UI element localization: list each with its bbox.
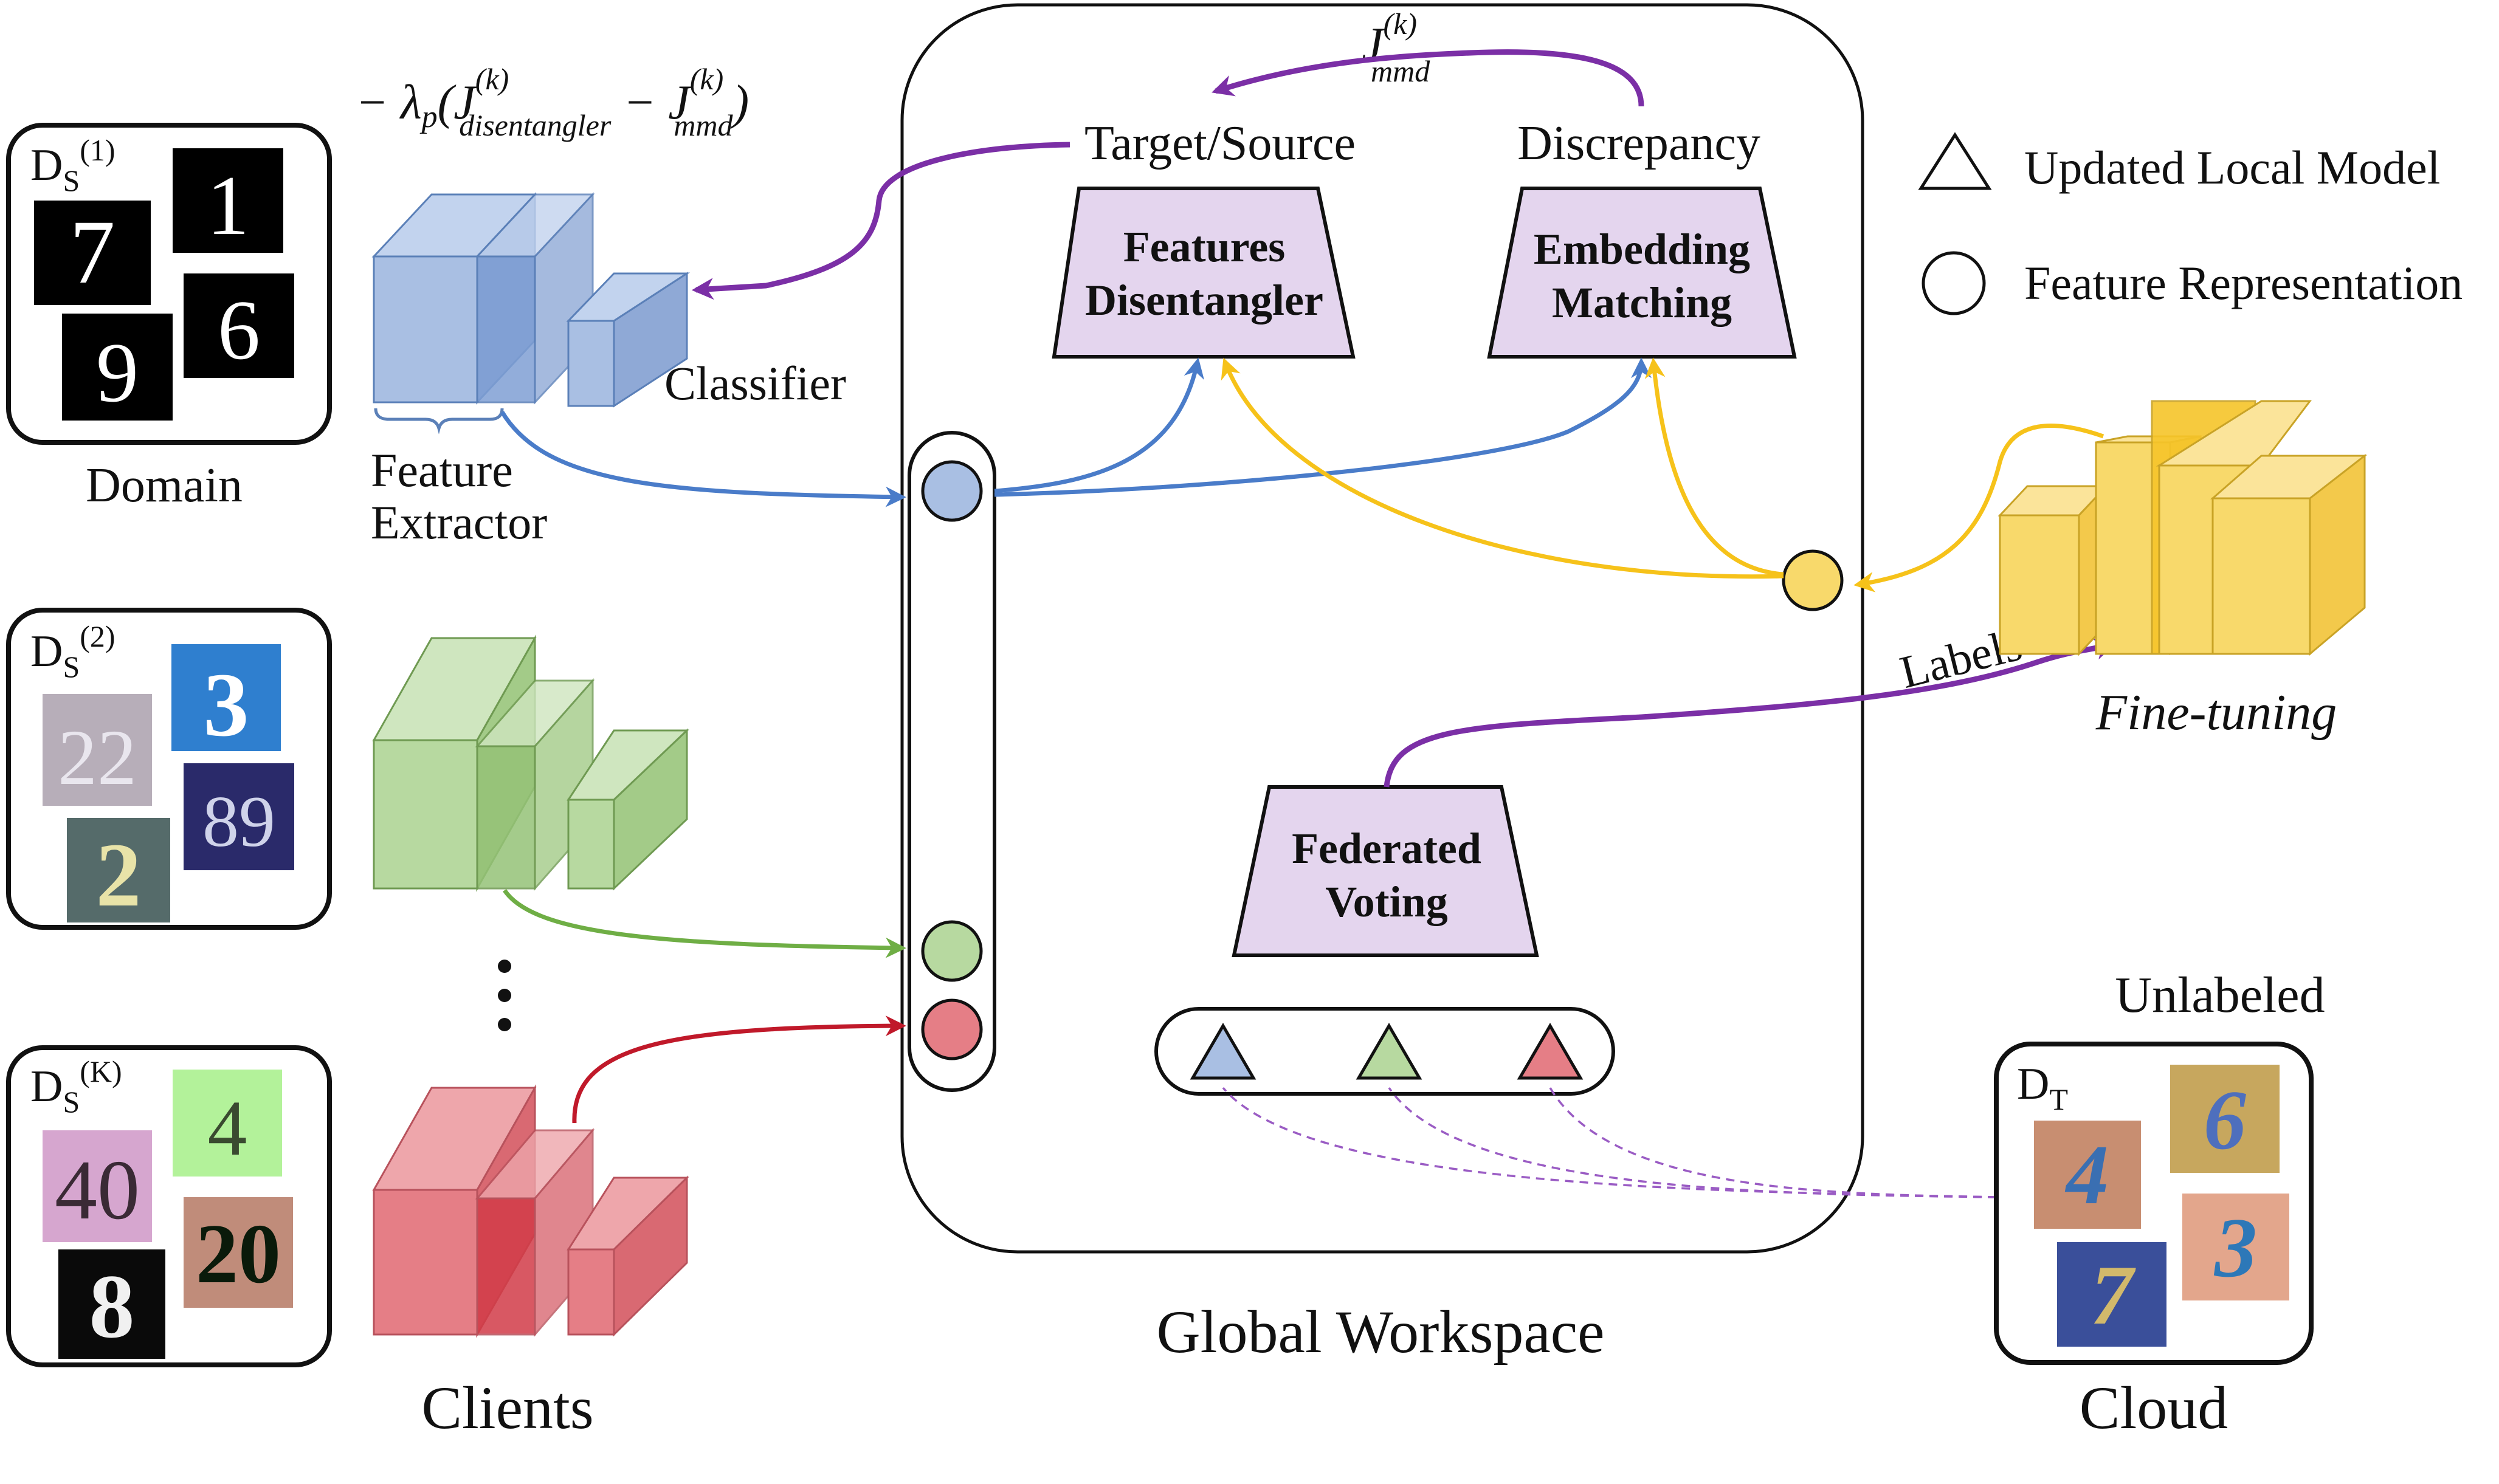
digit-image [184,763,294,870]
embedding-matching-module: Embedding Matching [1487,187,1797,359]
classifier-label: Classifier [664,357,846,410]
domain-box-1: DS(1) 7 1 9 6 [6,123,332,445]
svg-text:20: 20 [196,1207,281,1301]
svg-text:4: 4 [2064,1128,2109,1222]
legend-circle-icon [1922,251,1986,315]
discrepancy-label: Discrepancy [1517,117,1760,170]
svg-text:1: 1 [207,159,249,253]
digit-image [34,201,151,305]
svg-text:6: 6 [218,283,260,377]
fine-tuning-label: Fine-tuning [2095,684,2337,741]
cloud-feature-circle [1782,549,1844,611]
features-disentangler-module: Features Disentangler [1052,187,1356,359]
svg-text:8: 8 [89,1256,135,1357]
red-feature-circle [921,998,983,1060]
feature-extractor-brace [374,408,504,435]
feature-to-embedding-arrow [994,357,1652,497]
domain-1-label: DS(1) [30,133,115,198]
global-workspace-caption: Global Workspace [1156,1298,1604,1365]
blue-model-triangle [1190,1023,1256,1080]
target-source-label: Target/Source [1084,117,1356,170]
legend-triangle-label: Updated Local Model [2024,141,2440,194]
cloud-caption: Cloud [2080,1374,2228,1441]
svg-text:Features: Features [1123,222,1286,271]
unlabeled-label: Unlabeled [2115,967,2325,1023]
more-clients-ellipsis [498,960,511,1031]
digit-image [173,1070,282,1177]
digit-image [184,1197,293,1308]
feature-representation-column [908,431,996,1092]
federated-voting-module: Federated Voting [1232,785,1539,957]
svg-text:4: 4 [208,1085,247,1172]
svg-text:22: 22 [58,714,137,802]
svg-text:40: 40 [55,1143,140,1237]
mmd-feedback-arrow [1212,49,1644,107]
svg-text:Voting: Voting [1325,878,1447,926]
cloud-domain-label: DT [2017,1059,2068,1116]
svg-text:2: 2 [96,825,142,926]
client-loss-formula: − λp(J(k)disentangler − J(k)mmd) [356,62,749,142]
fine-tuning-feature-arrow [1853,424,2104,593]
green-model-triangle [1356,1023,1422,1080]
cloud-to-models-dashed-links [1222,1087,1997,1198]
digit-image [171,644,281,751]
svg-text:Disentangler: Disentangler [1085,276,1323,325]
domain-box-k: DS(K) 4 40 20 8 [6,1045,332,1367]
digit-image [2057,1242,2166,1347]
svg-text:7: 7 [70,202,115,303]
fine-tuning-network [1997,400,2368,656]
svg-text:6: 6 [2204,1073,2246,1167]
legend-circle-label: Feature Representation [2024,256,2463,309]
svg-text:Matching: Matching [1552,278,1732,327]
client-2-network [372,634,689,892]
svg-text:89: 89 [202,781,275,862]
client-1-network [371,192,691,408]
digit-image [43,1130,152,1242]
legend: Updated Local Model Feature Representati… [1918,132,2463,315]
labels-arrow [1384,638,2117,788]
cloud-to-disentangler-arrow [1221,357,1784,579]
feature-to-disentangler-arrow [994,357,1204,493]
svg-text:Federated: Federated [1292,824,1481,873]
digit-image [2034,1121,2141,1229]
digit-image [184,273,294,378]
digit-image [67,818,170,922]
client-2-feature-arrow [503,889,906,958]
digit-image [62,314,173,421]
svg-text:9: 9 [96,326,139,420]
digit-image [2182,1194,2289,1300]
domain-caption: Domain [86,459,243,512]
mmd-loss-label: J(k)mmd [1362,7,1430,88]
svg-text:Embedding: Embedding [1534,225,1750,273]
red-model-triangle [1517,1023,1584,1080]
feature-extractor-label-1: Feature [371,444,513,496]
client-k-feature-arrow [572,1015,906,1124]
cloud-target-domain-box: DT 6 4 3 7 [1994,1042,2314,1365]
svg-text:7: 7 [2091,1248,2136,1342]
legend-triangle-icon [1918,132,1992,190]
feature-extractor-label-2: Extractor [371,496,547,549]
digit-image [43,694,152,806]
digit-image [58,1249,165,1359]
digit-image [2170,1065,2280,1173]
digit-image [173,148,283,253]
domain-2-label: DS(2) [30,619,115,684]
clients-caption: Clients [421,1374,593,1441]
global-workspace-frame [900,3,1864,1254]
disentangler-loss-arrow [691,142,1070,300]
domain-k-label: DS(K) [30,1054,122,1119]
domain-box-2: DS(2) 22 3 89 2 [6,608,332,930]
svg-text:3: 3 [204,654,249,755]
cloud-to-embedding-arrow [1644,357,1784,577]
svg-text:3: 3 [2213,1201,2257,1295]
client-k-network [372,1084,689,1338]
blue-feature-circle [921,460,983,522]
green-feature-circle [921,920,983,982]
client-1-feature-arrow [500,411,906,507]
